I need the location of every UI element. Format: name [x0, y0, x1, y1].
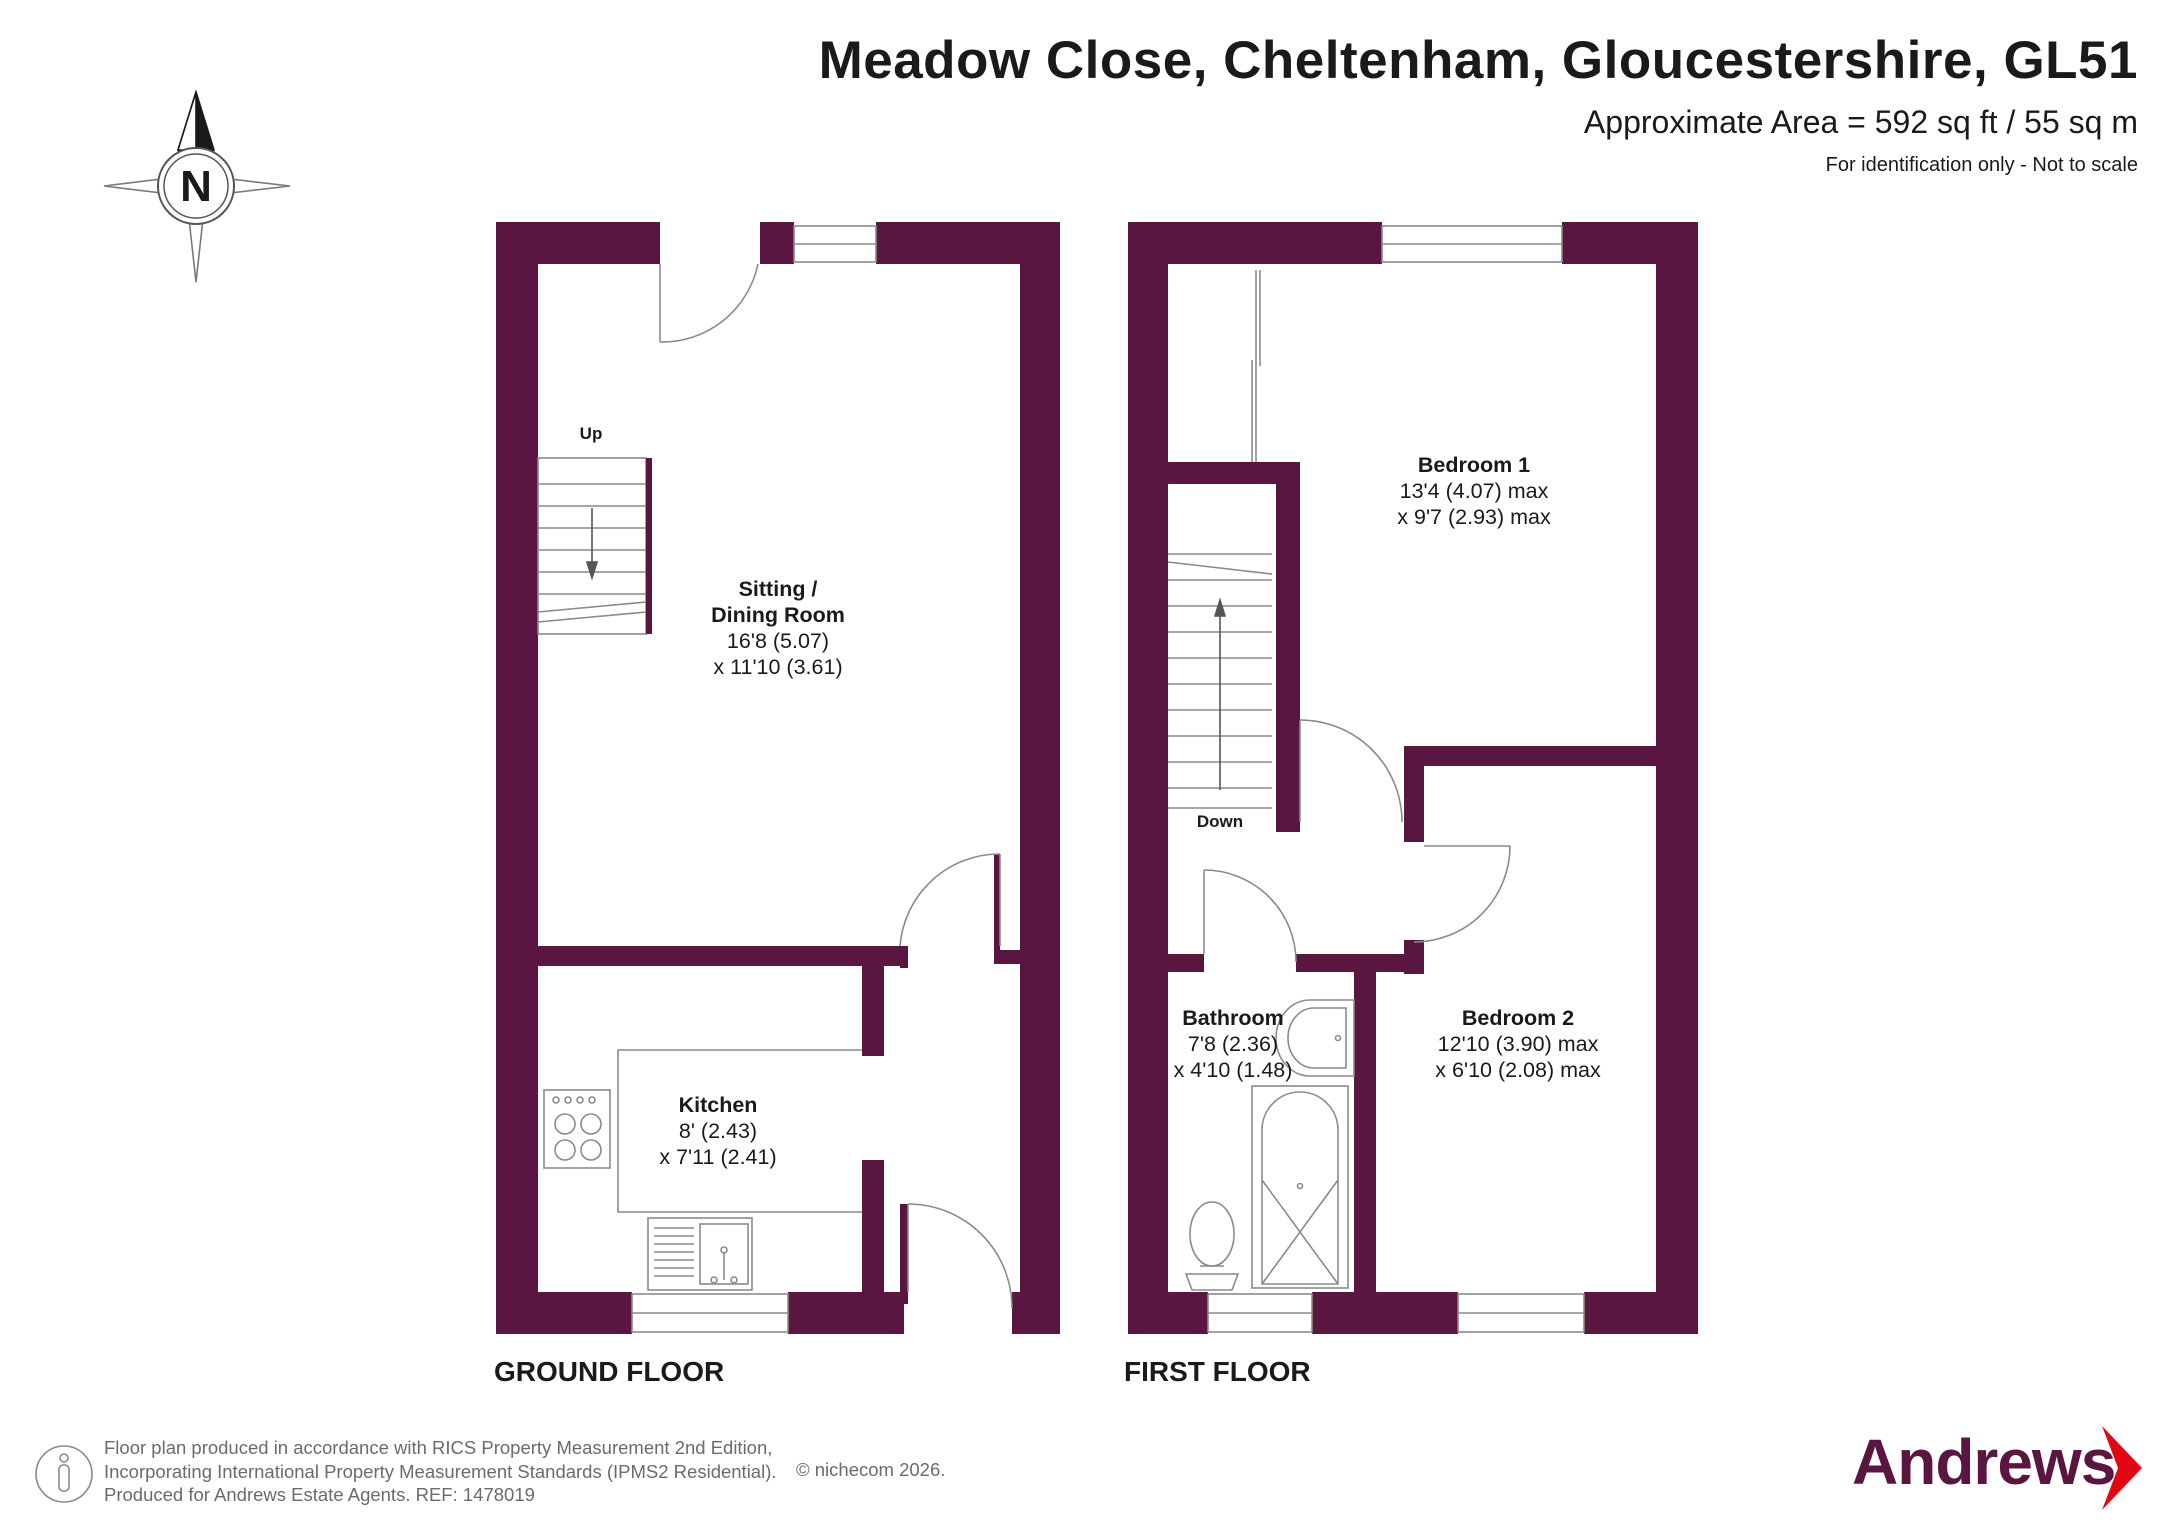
room-name: Bedroom 1	[1417, 453, 1531, 477]
room-dimension: 7'8 (2.36)	[1187, 1032, 1279, 1056]
room-dimension: x 7'11 (2.41)	[659, 1145, 777, 1169]
room-bathroom: Bathroom 7'8 (2.36) x 4'10 (1.48)	[1174, 1005, 1293, 1083]
footer-line: Produced for Andrews Estate Agents. REF:…	[104, 1484, 535, 1505]
footer-disclaimer: Floor plan produced in accordance with R…	[104, 1436, 777, 1507]
room-bedroom-2: Bedroom 2 12'10 (3.90) max x 6'10 (2.08)…	[1435, 1005, 1600, 1083]
room-name: Bathroom	[1182, 1006, 1284, 1030]
ground-floor-walls	[496, 222, 1060, 1334]
scale-note: For identification only - Not to scale	[1825, 154, 2138, 176]
first-floor-label: FIRST FLOOR	[1124, 1356, 1311, 1387]
person-icon	[35, 1445, 93, 1503]
copyright: © nichecom 2026.	[796, 1459, 946, 1480]
room-dimension: 16'8 (5.07)	[726, 629, 830, 653]
approximate-area: Approximate Area = 592 sq ft / 55 sq m	[1583, 104, 2138, 140]
room-bedroom-1: Bedroom 1 13'4 (4.07) max x 9'7 (2.93) m…	[1397, 452, 1550, 530]
room-name: Kitchen	[678, 1093, 758, 1117]
room-dimension: x 6'10 (2.08) max	[1435, 1058, 1601, 1082]
compass-letter: N	[180, 162, 212, 211]
room-sitting-dining: Sitting / Dining Room 16'8 (5.07) x 11'1…	[711, 576, 845, 680]
first-floor-details	[1167, 225, 1585, 1333]
ground-floor-details	[537, 225, 1013, 1333]
brand-logo: Andrews	[1852, 1426, 2116, 1498]
first-floor-walls	[1128, 222, 1698, 1334]
page-title: Meadow Close, Cheltenham, Gloucestershir…	[818, 31, 2138, 90]
room-name: Sitting /	[738, 577, 818, 601]
footer-line: Floor plan produced in accordance with R…	[104, 1437, 773, 1458]
room-dimension: x 11'10 (3.61)	[713, 655, 843, 679]
ground-floor-label: GROUND FLOOR	[494, 1356, 725, 1387]
room-kitchen: Kitchen 8' (2.43) x 7'11 (2.41)	[659, 1092, 776, 1170]
room-dimension: 12'10 (3.90) max	[1437, 1032, 1599, 1056]
room-dimension: 8' (2.43)	[678, 1119, 758, 1143]
room-name: Dining Room	[711, 603, 845, 627]
stairs-down-label: Down	[1196, 812, 1244, 831]
stairs-up-label: Up	[579, 424, 603, 443]
room-name: Bedroom 2	[1461, 1006, 1575, 1030]
compass-rose-icon	[103, 89, 291, 283]
room-dimension: 13'4 (4.07) max	[1399, 479, 1549, 503]
footer-line: Incorporating International Property Mea…	[104, 1460, 777, 1482]
room-dimension: x 9'7 (2.93) max	[1397, 505, 1551, 529]
room-dimension: x 4'10 (1.48)	[1173, 1058, 1293, 1082]
brand-arrow-icon	[2102, 1426, 2142, 1510]
